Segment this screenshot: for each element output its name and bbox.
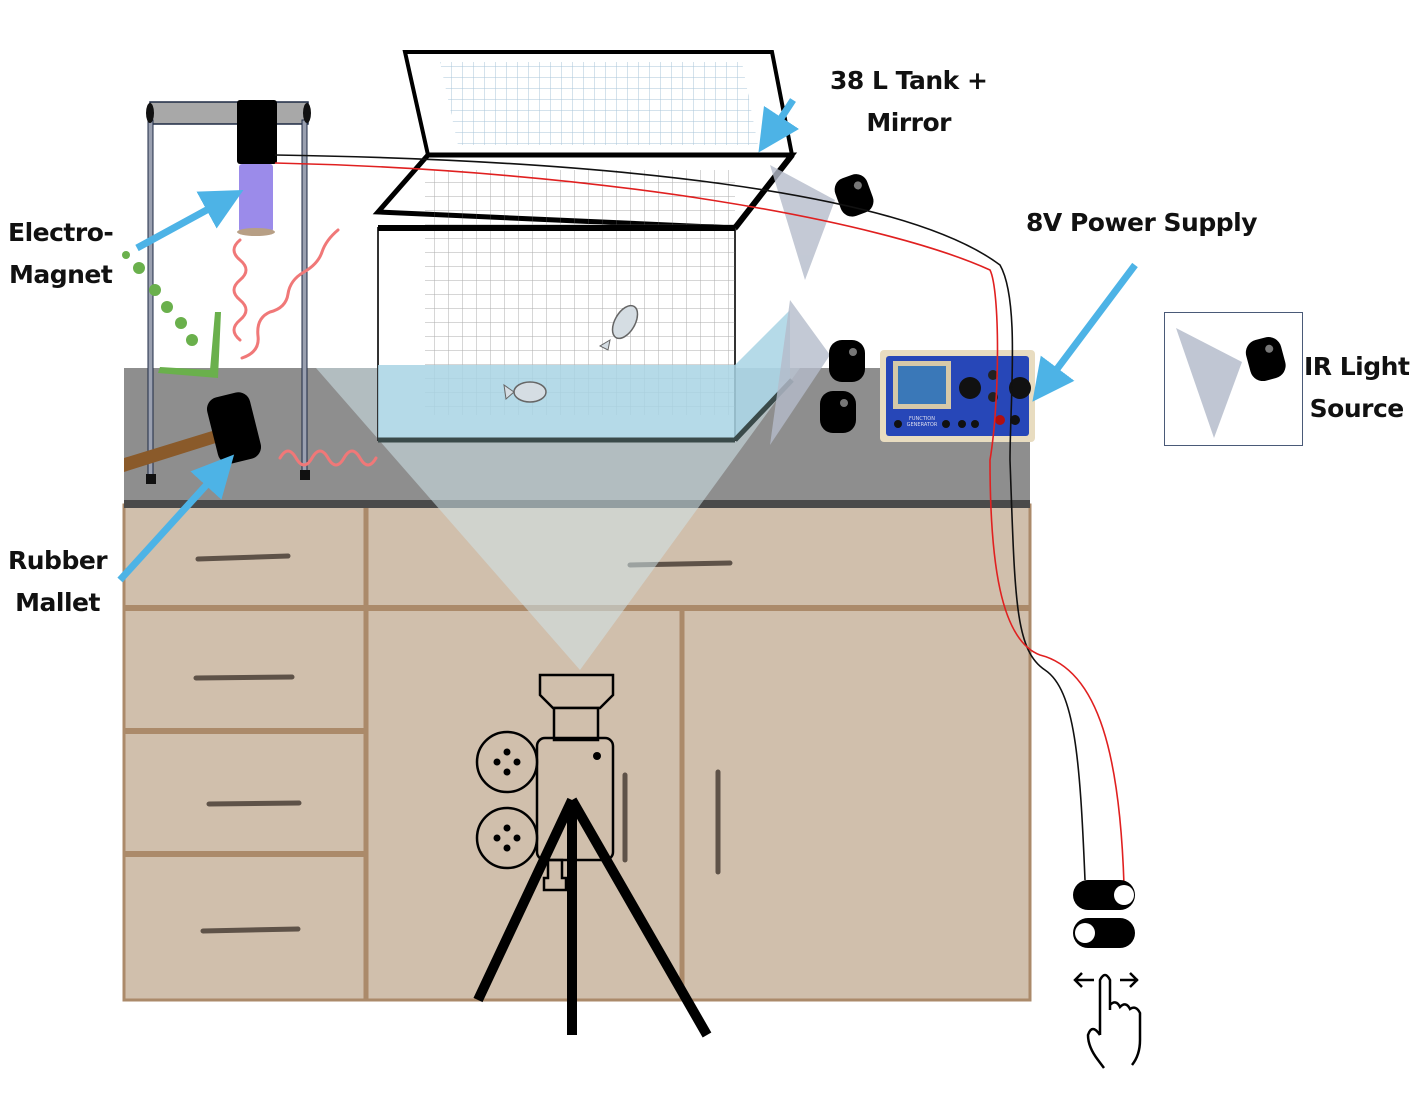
power-supply: FUNCTION GENERATOR (880, 350, 1035, 442)
electromagnet (239, 164, 273, 232)
label-line: Magnet (8, 260, 113, 289)
label-line: 8V Power Supply (1026, 208, 1258, 237)
pointer-arrows (117, 98, 1138, 583)
device-panel-label: GENERATOR (907, 422, 938, 428)
fish-icon (598, 304, 639, 351)
label-tank-mirror: 38 L Tank + Mirror (830, 60, 988, 144)
fish-tank (372, 152, 798, 443)
wire-positive (274, 162, 1125, 886)
ir-light-icon (820, 391, 856, 433)
top-mirror (402, 50, 795, 157)
vibration-waves (232, 228, 378, 467)
label-line: Mallet (15, 588, 100, 617)
arrow-electromagnet (135, 189, 244, 252)
ir-light-legend-box (1164, 312, 1303, 446)
wire-negative (274, 154, 1086, 881)
mallet-swing-path (122, 251, 221, 378)
label-ir-light-source: IR Light Source (1304, 346, 1410, 430)
arrow-power-supply (1032, 262, 1138, 402)
ir-light-icon (834, 174, 874, 217)
label-electromagnet: Electro- Magnet (8, 212, 114, 296)
label-line: Rubber (8, 546, 108, 575)
fish-icon (503, 381, 547, 403)
electromagnet-stand (146, 100, 311, 484)
arrow-rubber-mallet (117, 454, 235, 583)
camera-field-of-view (316, 368, 800, 670)
label-line: Mirror (866, 108, 952, 137)
label-rubber-mallet: Rubber Mallet (8, 540, 108, 624)
device-panel-label: FUNCTION (909, 416, 935, 422)
toggle-switch[interactable] (1073, 880, 1135, 948)
arrow-tank-mirror (758, 98, 800, 153)
wires (274, 154, 1125, 886)
label-line: 38 L Tank + (830, 66, 988, 95)
label-line: IR Light (1304, 352, 1410, 381)
rubber-mallet (124, 392, 262, 472)
swipe-hand-icon (1073, 972, 1142, 1069)
label-line: Electro- (8, 218, 114, 247)
label-power-supply: 8V Power Supply (1026, 202, 1258, 244)
ir-light-icon (829, 340, 865, 382)
label-line: Source (1309, 394, 1405, 423)
video-camera-icon (473, 673, 712, 1038)
